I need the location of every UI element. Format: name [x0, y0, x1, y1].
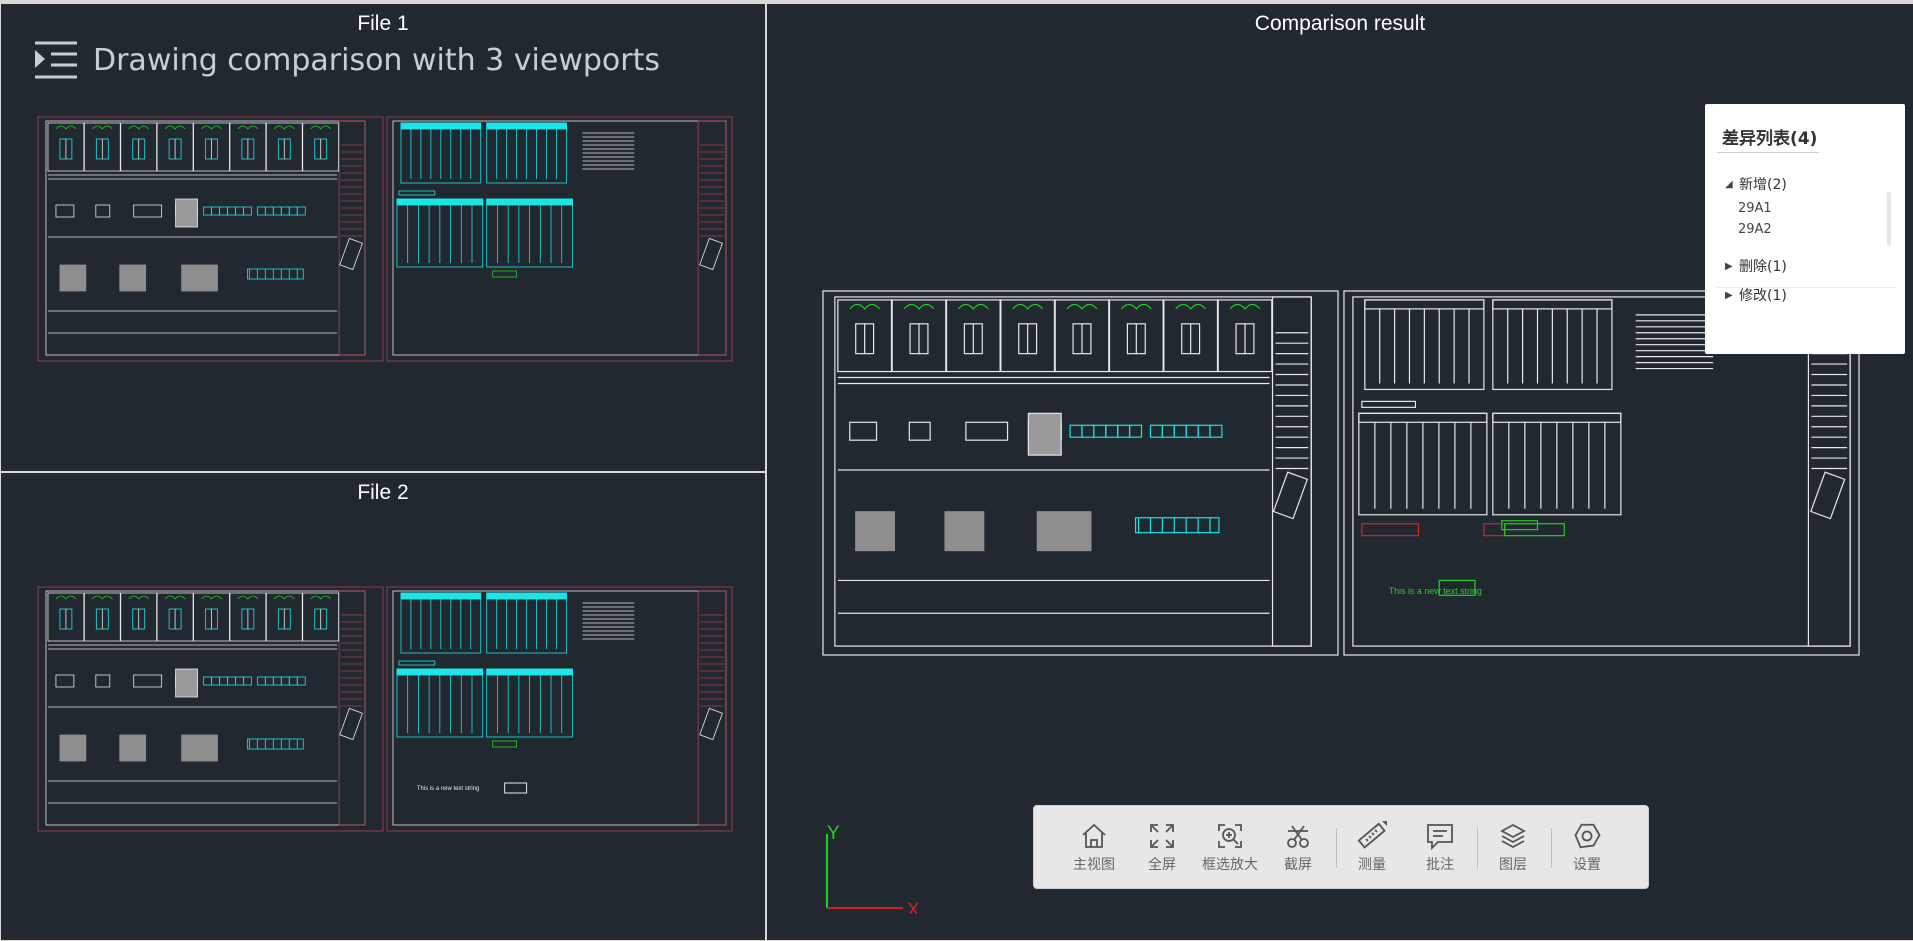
fullscreen-button[interactable]: 全屏 [1131, 820, 1193, 874]
toolbar-separator [1336, 828, 1337, 868]
diff-group-label: 修改(1) [1739, 288, 1787, 304]
caret-right-icon: ▶ [1725, 260, 1733, 272]
home-label: 主视图 [1073, 857, 1115, 873]
viewport-file1[interactable]: File 1 Drawing comparison with 3 viewpor… [1, 4, 765, 471]
layers-icon [1500, 823, 1526, 849]
drawing-result: This is a new text string [820, 288, 1862, 658]
axis-indicator: Y X [826, 824, 919, 914]
app-title: Drawing comparison with 3 viewports [93, 42, 660, 78]
drawing-file1 [36, 115, 734, 363]
layers-label: 图层 [1499, 857, 1527, 873]
zoom-box-icon [1218, 824, 1242, 848]
divider [1717, 287, 1897, 288]
measure-button[interactable]: 测量 [1341, 820, 1403, 874]
diff-item[interactable]: 29A1 [1738, 201, 1772, 216]
home-icon [1082, 823, 1106, 848]
diff-list-panel: 差异列表(4) ◢ 新增(2) 29A1 29A2 ▶ 删除(1) ▶ 修改(1… [1705, 104, 1905, 354]
fullscreen-label: 全屏 [1148, 857, 1176, 873]
viewport-result[interactable]: Comparison result This is a new text str… [767, 4, 1913, 940]
drawing-file2: This is a new text string [36, 585, 734, 833]
screenshot-label: 截屏 [1284, 857, 1312, 873]
home-button[interactable]: 主视图 [1063, 820, 1125, 874]
zoom-box-label: 框选放大 [1202, 857, 1258, 873]
ruler-icon [1357, 821, 1387, 849]
diff-group-added[interactable]: ◢ 新增(2) [1725, 174, 1787, 194]
zoom-box-button[interactable]: 框选放大 [1199, 820, 1261, 874]
axis-y-label: Y [827, 824, 840, 844]
diff-list-scrollbar[interactable] [1887, 192, 1891, 246]
diff-group-label: 删除(1) [1739, 259, 1787, 275]
diff-group-modified[interactable]: ▶ 修改(1) [1725, 285, 1787, 305]
screenshot-button[interactable]: 截屏 [1267, 820, 1329, 874]
settings-icon [1574, 823, 1601, 849]
comment-icon [1427, 824, 1453, 851]
screenshot-icon [1287, 825, 1309, 848]
viewport-title-result: Comparison result [1254, 12, 1426, 35]
annotate-label: 批注 [1426, 857, 1454, 873]
diff-group-label: 新增(2) [1739, 177, 1787, 193]
caret-right-icon: ▶ [1725, 289, 1733, 301]
viewport-file2[interactable]: File 2 This is a new text string [1, 473, 765, 940]
fullscreen-icon [1150, 824, 1174, 848]
viewport-title-file1: File 1 [357, 12, 409, 35]
app-header: Drawing comparison with 3 viewports [33, 38, 660, 82]
axis-x-label: X [907, 900, 919, 914]
viewport-title-file2: File 2 [357, 481, 409, 504]
settings-button[interactable]: 设置 [1556, 820, 1618, 874]
diff-list-title: 差异列表(4) [1722, 129, 1818, 149]
diff-group-deleted[interactable]: ▶ 删除(1) [1725, 256, 1787, 276]
drawing-note-text: This is a new text string [1389, 586, 1482, 596]
diff-item[interactable]: 29A2 [1738, 222, 1772, 237]
measure-label: 测量 [1358, 857, 1386, 873]
diff-title-underline [1717, 152, 1819, 153]
drawing-note-text: This is a new text string [417, 786, 479, 792]
annotate-button[interactable]: 批注 [1409, 820, 1471, 874]
settings-label: 设置 [1573, 857, 1601, 873]
toolbar-separator [1551, 828, 1552, 868]
layers-button[interactable]: 图层 [1482, 820, 1544, 874]
caret-down-icon: ◢ [1725, 178, 1733, 190]
menu-indent-icon[interactable] [33, 39, 79, 81]
toolbar-separator [1477, 828, 1478, 868]
bottom-toolbar: 主视图 全屏 框选放大 截屏 [1033, 805, 1649, 889]
